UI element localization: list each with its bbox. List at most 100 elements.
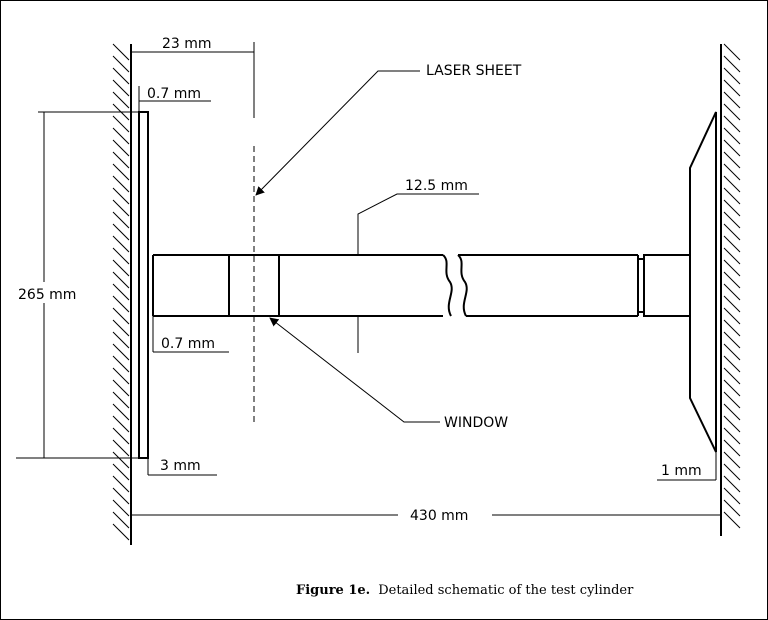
hatch-line	[723, 415, 741, 433]
hatch-line	[112, 511, 130, 529]
hatch-line	[112, 427, 130, 445]
hatch-line	[723, 475, 741, 493]
hatch-line	[723, 439, 741, 457]
hatch-line	[723, 55, 741, 73]
hatch-line	[112, 271, 130, 289]
hatch-line	[112, 79, 130, 97]
hatch-line	[112, 463, 130, 481]
hatch-line	[112, 151, 130, 169]
laser-sheet-leader	[255, 70, 420, 196]
caption-figure-number: Figure 1e.	[296, 583, 370, 598]
hatch-line	[112, 211, 130, 229]
figure-caption: Figure 1e. Detailed schematic of the tes…	[296, 581, 634, 598]
hatch-line	[112, 523, 130, 541]
hatch-line	[723, 259, 741, 277]
hatch-line	[112, 355, 130, 373]
hatch-line	[112, 415, 130, 433]
hatch-line	[112, 91, 130, 109]
hatch-line	[723, 391, 741, 409]
hatch-line	[112, 367, 130, 385]
hatch-line	[723, 67, 741, 85]
hatch-line	[723, 139, 741, 157]
laser-sheet-label: LASER SHEET	[426, 63, 522, 79]
hatch-line	[112, 139, 130, 157]
hatch-line	[112, 343, 130, 361]
hatch-line	[723, 463, 741, 481]
hatch-line	[723, 403, 741, 421]
hatch-line	[723, 103, 741, 121]
hatch-line	[723, 223, 741, 241]
hatch-line	[112, 235, 130, 253]
dim-430-label: 430 mm	[410, 508, 468, 524]
hatch-line	[112, 247, 130, 265]
hatch-line	[112, 223, 130, 241]
hatch-line	[112, 199, 130, 217]
hatch-line	[112, 115, 130, 133]
hatch-line	[723, 271, 741, 289]
hatch-line	[723, 247, 741, 265]
hatch-line	[723, 499, 741, 517]
hatch-line	[112, 379, 130, 397]
hatch-line	[112, 391, 130, 409]
hatch-line	[723, 43, 741, 61]
hatch-line	[112, 67, 130, 85]
hatch-line	[723, 331, 741, 349]
left-end-plate	[138, 111, 149, 459]
hatch-line	[723, 379, 741, 397]
test-cylinder	[152, 254, 691, 317]
hatch-line	[112, 307, 130, 325]
caption-text: Detailed schematic of the test cylinder	[378, 583, 634, 598]
hatch-line	[723, 163, 741, 181]
hatch-line	[723, 427, 741, 445]
hatch-line	[112, 43, 130, 61]
hatch-line	[723, 367, 741, 385]
hatch-line	[723, 175, 741, 193]
hatch-line	[723, 79, 741, 97]
left-wall-hatching	[112, 43, 130, 541]
hatch-line	[723, 127, 741, 145]
window-label: WINDOW	[444, 415, 508, 431]
window-leader	[269, 317, 440, 423]
dim-125-leader	[357, 193, 479, 255]
hatch-line	[723, 355, 741, 373]
hatch-line	[723, 187, 741, 205]
hatch-line	[112, 127, 130, 145]
hatch-line	[112, 319, 130, 337]
right-wall-hatching	[723, 43, 741, 529]
hatch-line	[723, 487, 741, 505]
dim-125-label: 12.5 mm	[405, 178, 468, 194]
hatch-line	[723, 511, 741, 529]
hatch-line	[723, 343, 741, 361]
hatch-line	[112, 487, 130, 505]
dim-1-label: 1 mm	[661, 463, 702, 479]
hatch-line	[112, 175, 130, 193]
hatch-line	[723, 199, 741, 217]
hatch-line	[112, 163, 130, 181]
hatch-line	[723, 235, 741, 253]
hatch-line	[112, 187, 130, 205]
dim-265-label: 265 mm	[18, 287, 76, 303]
hatch-line	[723, 451, 741, 469]
dim-23-label: 23 mm	[162, 36, 212, 52]
hatch-line	[723, 91, 741, 109]
dim-3-label: 3 mm	[160, 458, 201, 474]
hatch-line	[112, 499, 130, 517]
hatch-line	[723, 319, 741, 337]
hatch-line	[112, 475, 130, 493]
hatch-line	[112, 283, 130, 301]
hatch-line	[112, 295, 130, 313]
dim-07-top-label: 0.7 mm	[147, 86, 201, 102]
dim-07-mid-label: 0.7 mm	[161, 336, 215, 352]
hatch-line	[723, 151, 741, 169]
hatch-line	[112, 331, 130, 349]
hatch-line	[112, 439, 130, 457]
hatch-line	[723, 295, 741, 313]
hatch-line	[112, 259, 130, 277]
hatch-line	[723, 211, 741, 229]
hatch-line	[723, 115, 741, 133]
right-end-cone	[689, 111, 717, 453]
hatch-line	[723, 307, 741, 325]
hatch-line	[112, 55, 130, 73]
